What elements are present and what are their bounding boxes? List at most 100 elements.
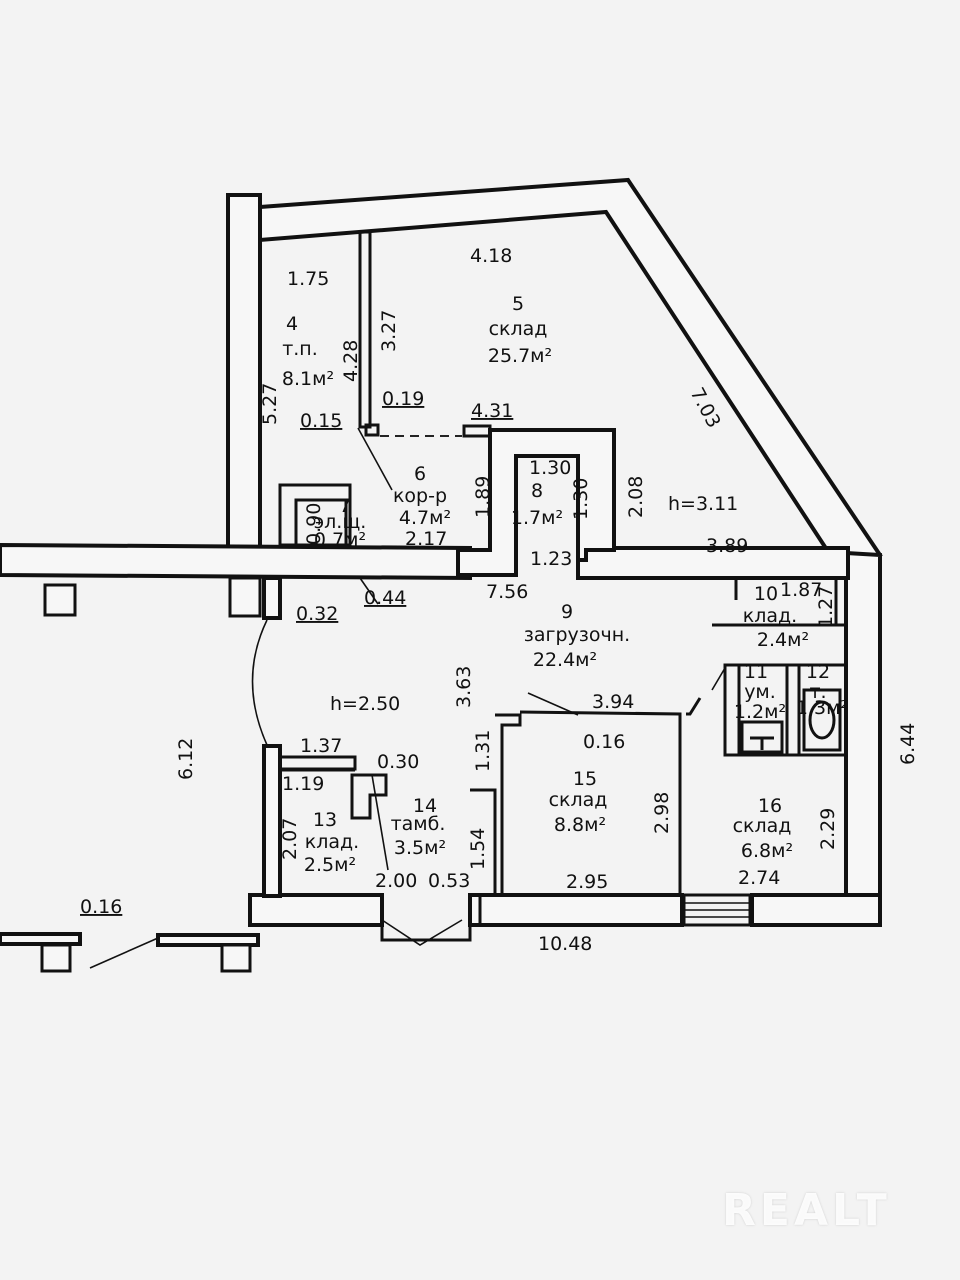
dim-7-56: 7.56: [486, 581, 528, 603]
room-11-area: 1.2м²: [734, 701, 786, 723]
room-6: 6 кор-р 4.7м²: [393, 463, 451, 529]
dim-2-74: 2.74: [738, 867, 780, 889]
dim-0-19: 0.19: [382, 388, 424, 410]
room-13-area: 2.5м²: [304, 854, 356, 876]
realt-watermark: REALT: [722, 1185, 891, 1236]
dim-1-30-top: 1.30: [529, 457, 571, 479]
dim-3-63: 3.63: [453, 666, 475, 708]
dim-4-31: 4.31: [471, 400, 513, 422]
room-6-name: кор-р: [393, 485, 447, 507]
dim-1-37: 1.37: [300, 735, 342, 757]
dim-1-75: 1.75: [287, 268, 329, 290]
room-16: 16 склад 6.8м²: [733, 795, 794, 862]
room-12-number: 12: [806, 661, 830, 683]
dim-0-90: 0.90: [303, 503, 325, 545]
room-11-name: ум.: [744, 681, 776, 703]
dim-0-16-left: 0.16: [80, 896, 122, 918]
room-13-number: 13: [313, 809, 337, 831]
room-9: 9 загрузочн. 22.4м²: [524, 601, 630, 671]
room-5-name: склад: [489, 318, 548, 340]
room-15: 15 склад 8.8м²: [549, 768, 608, 836]
room-10-area: 2.4м²: [757, 629, 809, 651]
columns: [40, 576, 842, 973]
room-15-name: склад: [549, 789, 608, 811]
room-12-area: 1.3м²: [796, 697, 848, 719]
room-4: 4 т.п. 8.1м²: [282, 313, 334, 390]
dim-0-44: 0.44: [364, 587, 406, 609]
dim-7-03: 7.03: [686, 384, 725, 432]
room-4-number: 4: [286, 313, 298, 335]
dim-1-19: 1.19: [282, 773, 324, 795]
room-16-number: 16: [758, 795, 782, 817]
dim-4-28: 4.28: [340, 340, 362, 382]
dim-1-30-side: 1.30: [570, 478, 592, 520]
room-14-name: тамб.: [391, 813, 446, 835]
room-7-number: 7: [339, 495, 351, 517]
dim-2-29: 2.29: [817, 808, 839, 850]
dim-2-07: 2.07: [279, 818, 301, 860]
dim-6-12: 6.12: [175, 738, 197, 780]
dim-6-44: 6.44: [897, 723, 919, 765]
room-5-area: 25.7м²: [488, 345, 552, 367]
room-14: 14 тамб. 3.5м²: [391, 795, 446, 859]
dim-0-32: 0.32: [296, 603, 338, 625]
room-14-area: 3.5м²: [394, 837, 446, 859]
room-4-area: 8.1м²: [282, 368, 334, 390]
door-arcs: [89, 427, 726, 969]
room-13-name: клад.: [305, 831, 359, 853]
room-12-name: т.: [809, 681, 826, 703]
dim-3-27: 3.27: [378, 310, 400, 352]
dim-2-95: 2.95: [566, 871, 608, 893]
room-7-name: эл.щ.: [314, 511, 367, 533]
room-10-name: клад.: [743, 605, 797, 627]
dim-0-15: 0.15: [300, 410, 342, 432]
room-9-area: 22.4м²: [533, 649, 597, 671]
ceiling-height-lower: h=2.50: [330, 693, 400, 715]
dim-2-98: 2.98: [651, 792, 673, 834]
dim-1-27: 1.27: [815, 586, 837, 628]
ceiling-height-upper: h=3.11: [668, 493, 738, 515]
room-10-number: 10: [754, 583, 778, 605]
dim-10-48: 10.48: [538, 933, 592, 955]
dim-3-89: 3.89: [706, 535, 748, 557]
dim-1-89: 1.89: [472, 476, 494, 518]
room-4-name: т.п.: [282, 338, 318, 360]
room-6-area: 4.7м²: [399, 507, 451, 529]
room-11: 11 ум. 1.2м²: [734, 661, 786, 723]
dim-2-08: 2.08: [625, 476, 647, 518]
room-12: 12 т. 1.3м²: [796, 661, 848, 719]
room-7-area: 0.7м²: [314, 529, 366, 551]
room-6-number: 6: [414, 463, 426, 485]
dim-2-00: 2.00: [375, 870, 417, 892]
room-5: 5 склад 25.7м²: [488, 293, 552, 367]
room-9-name: загрузочн.: [524, 624, 630, 646]
room-7: 7 эл.щ. 0.7м²: [314, 495, 367, 551]
room-15-area: 8.8м²: [554, 814, 606, 836]
dim-1-23: 1.23: [530, 548, 572, 570]
room-15-number: 15: [573, 768, 597, 790]
dim-0-16-mid: 0.16: [583, 731, 625, 753]
dimension-labels: 1.75 4.18 3.27 4.28 5.27 7.03 0.19 0.15 …: [80, 245, 919, 955]
dim-1-87: 1.87: [780, 579, 822, 601]
room-13: 13 клад. 2.5м²: [304, 809, 359, 876]
dim-3-94: 3.94: [592, 691, 634, 713]
dim-1-31: 1.31: [472, 730, 494, 772]
dim-1-54: 1.54: [467, 828, 489, 870]
dim-5-27: 5.27: [259, 383, 281, 425]
room-14-number: 14: [413, 795, 437, 817]
dim-0-53: 0.53: [428, 870, 470, 892]
room-10: 10 клад. 2.4м²: [743, 583, 809, 651]
room-9-number: 9: [561, 601, 573, 623]
room-8: 8 1.7м²: [511, 480, 563, 529]
room-8-area: 1.7м²: [511, 507, 563, 529]
dim-4-18: 4.18: [470, 245, 512, 267]
inner-walls: [278, 230, 848, 942]
room-11-number: 11: [744, 661, 768, 683]
dim-2-17: 2.17: [405, 528, 447, 550]
room-8-number: 8: [531, 480, 543, 502]
room-5-number: 5: [512, 293, 524, 315]
room-16-area: 6.8м²: [741, 840, 793, 862]
dim-0-30: 0.30: [377, 751, 419, 773]
room-16-name: склад: [733, 815, 792, 837]
